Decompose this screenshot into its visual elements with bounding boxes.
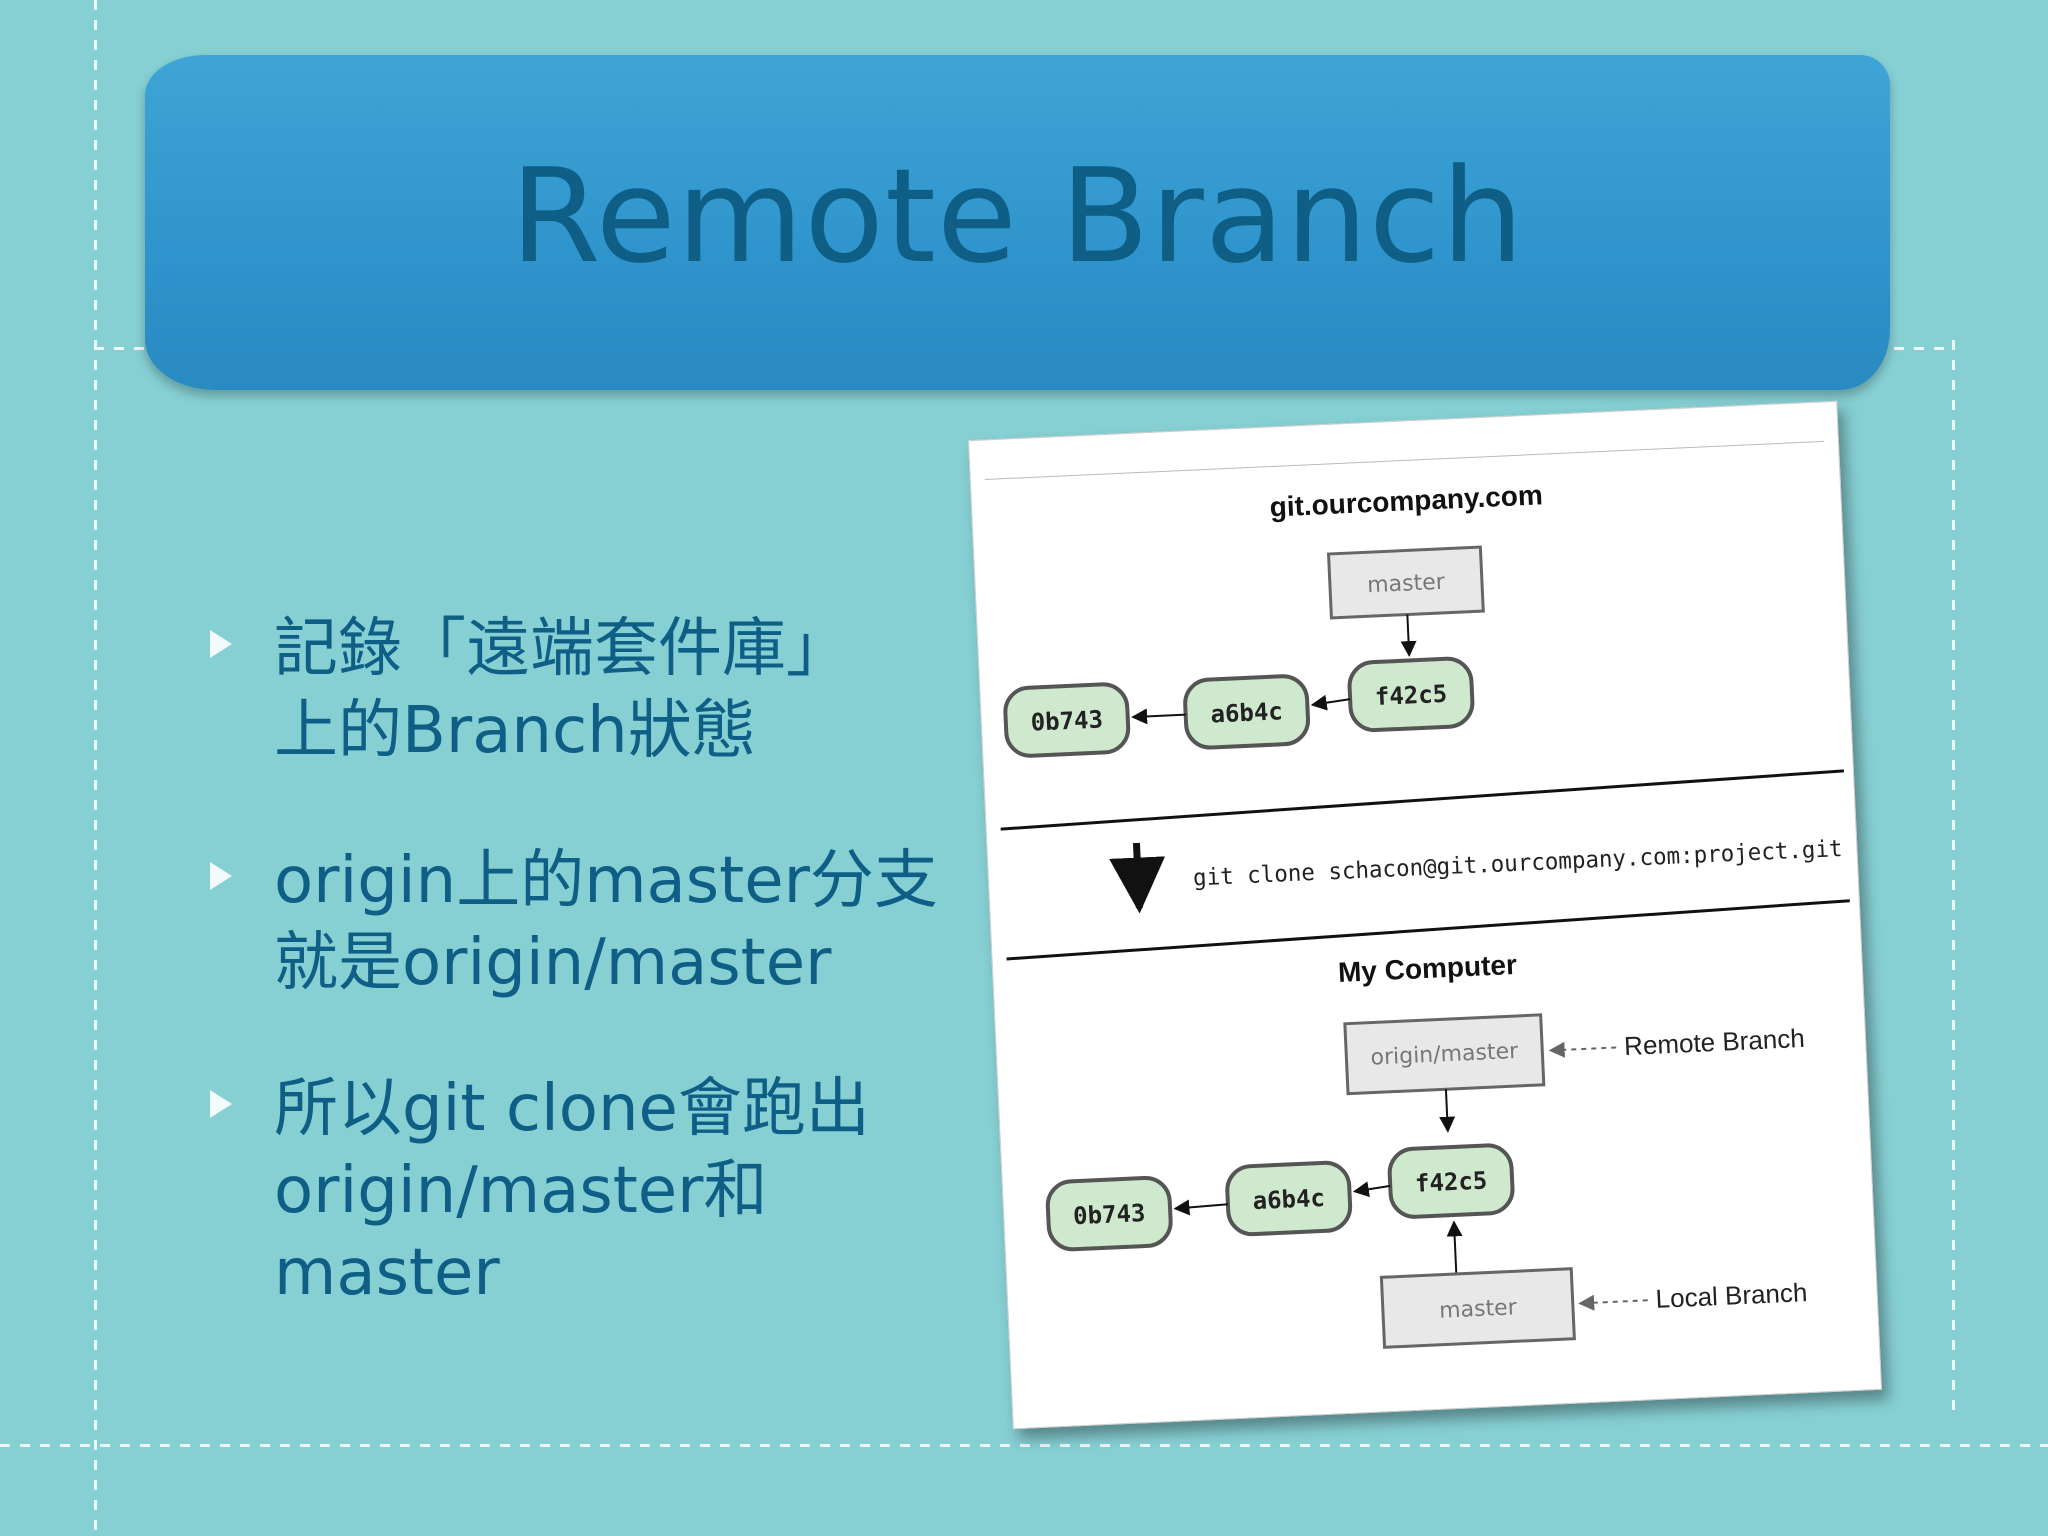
- clone-arrow: [1109, 842, 1166, 914]
- origin-master-arrow: [1439, 1089, 1456, 1133]
- commit-arrow: [1173, 1199, 1229, 1216]
- commit-arrow: [1352, 1181, 1391, 1198]
- bullet-line: 記錄「遠端套件庫」: [274, 612, 850, 686]
- bullet-line: 所以git clone會跑出: [274, 1072, 870, 1146]
- local-master-label: master: [1439, 1295, 1519, 1324]
- left-stitch-border: [94, 0, 97, 1536]
- server-master-arrow: [1400, 614, 1417, 658]
- bullet-triangle-icon: [210, 1090, 232, 1118]
- bullet-line: origin上的master分支: [274, 844, 938, 918]
- local-branch-pointer: [1578, 1294, 1648, 1311]
- commit-label: a6b4c: [1210, 697, 1283, 728]
- bullet-triangle-icon: [210, 630, 232, 658]
- commit-node: [1225, 1160, 1353, 1237]
- separator-line: [1006, 899, 1850, 961]
- remote-branch-pointer: [1548, 1041, 1617, 1058]
- right-stitch-border: [1952, 340, 1955, 1420]
- page-title: Remote Branch: [510, 140, 1525, 292]
- commit-label: 0b743: [1073, 1199, 1146, 1230]
- bullet-line: 就是origin/master: [274, 926, 832, 1000]
- photo-frame: [967, 400, 1883, 1430]
- title-banner: [145, 55, 1890, 390]
- remote-branch-diagram: git.ourcompany.com master 0b743 a6b4c f4…: [984, 440, 1850, 1349]
- local-master-box: [1379, 1267, 1576, 1349]
- commit-label: f42c5: [1374, 680, 1447, 711]
- commit-node: [1045, 1175, 1173, 1252]
- commit-node: [1347, 656, 1475, 733]
- diagram-photo: git.ourcompany.com master 0b743 a6b4c f4…: [967, 400, 1883, 1430]
- commit-label: 0b743: [1030, 705, 1103, 736]
- commit-node: [1387, 1143, 1515, 1219]
- local-master-arrow: [1446, 1220, 1463, 1274]
- separator-line: [1000, 769, 1844, 831]
- top-rule: [984, 440, 1824, 481]
- commit-arrow: [1310, 694, 1351, 711]
- server-master-label: master: [1367, 570, 1447, 599]
- bullet-triangle-icon: [210, 862, 232, 890]
- commit-node: [1003, 682, 1131, 758]
- bullet-line: origin/master和master: [274, 1154, 768, 1310]
- commit-label: f42c5: [1414, 1166, 1487, 1197]
- commit-arrow: [1131, 708, 1186, 725]
- bottom-stitch-border: [0, 1444, 2048, 1447]
- local-branch-label: Local Branch: [1655, 1277, 1808, 1314]
- commit-label: a6b4c: [1252, 1184, 1325, 1215]
- bullet-line: 上的Branch狀態: [274, 694, 756, 768]
